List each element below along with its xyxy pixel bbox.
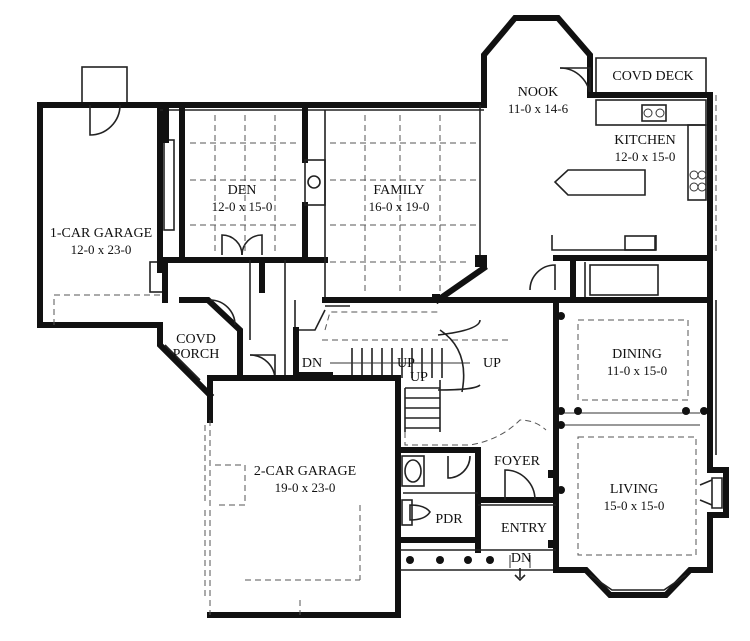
foyer-entry xyxy=(400,469,559,582)
family-label: FAMILY xyxy=(373,183,424,198)
two-car-garage-size: 19-0 x 23-0 xyxy=(275,480,336,495)
family-size: 16-0 x 19-0 xyxy=(369,199,430,214)
two-car-garage-walls xyxy=(204,375,401,618)
entry-label: ENTRY xyxy=(501,521,547,536)
kitchen-label: KITCHEN xyxy=(614,133,675,148)
covered-deck xyxy=(587,57,717,255)
dining-size: 11-0 x 15-0 xyxy=(607,363,667,378)
foyer-label: FOYER xyxy=(494,454,541,469)
den-family-walls xyxy=(157,102,487,300)
powder-room xyxy=(395,447,481,543)
stair-up-label-3: UP xyxy=(483,356,501,371)
dining-living-walls xyxy=(548,297,729,598)
chimney xyxy=(81,66,128,106)
living-size: 15-0 x 15-0 xyxy=(604,498,665,513)
one-car-garage-size: 12-0 x 23-0 xyxy=(71,242,132,257)
kitchen-size: 12-0 x 15-0 xyxy=(615,149,676,164)
room-labels: NOOK 11-0 x 14-6 COVD DECK KITCHEN 12-0 … xyxy=(50,69,694,566)
one-car-garage-walls xyxy=(37,102,165,328)
stair-hall xyxy=(293,297,559,573)
two-car-garage-label: 2-CAR GARAGE xyxy=(254,464,356,479)
nook-bay xyxy=(479,15,593,258)
pdr-label: PDR xyxy=(435,512,463,527)
stair-up-label-1: UP xyxy=(397,356,415,371)
living-label: LIVING xyxy=(610,482,658,497)
covd-deck-label: COVD DECK xyxy=(612,69,693,84)
dining-label: DINING xyxy=(612,347,662,362)
stair-dn-label: DN xyxy=(302,356,322,371)
covd-porch-label-line2: PORCH xyxy=(173,347,220,362)
nook-label: NOOK xyxy=(518,85,558,100)
porch-area xyxy=(157,257,286,400)
den-label: DEN xyxy=(228,183,257,198)
kitchen xyxy=(529,92,713,303)
entry-dn-label: DN xyxy=(511,551,531,566)
nook-size: 11-0 x 14-6 xyxy=(508,101,569,116)
stair-up-label-2: UP xyxy=(410,370,428,385)
den-size: 12-0 x 15-0 xyxy=(212,199,273,214)
covd-porch-label-line1: COVD xyxy=(176,332,216,347)
one-car-garage-label: 1-CAR GARAGE xyxy=(50,226,152,241)
